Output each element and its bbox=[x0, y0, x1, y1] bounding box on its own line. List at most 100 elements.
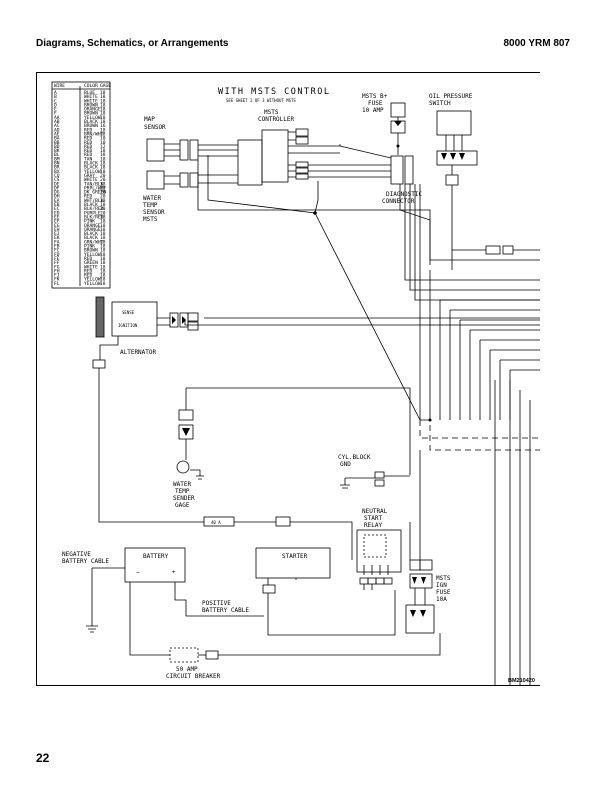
wire-table-header: COLOR bbox=[84, 83, 98, 89]
msts-controller bbox=[261, 129, 289, 183]
wire-table-cell: BN bbox=[54, 161, 60, 167]
wire-table-cell: GREEN bbox=[84, 260, 98, 266]
cyl-block-label-2: GND bbox=[340, 461, 351, 468]
wire-table-cell: FG bbox=[54, 264, 60, 270]
wire-table-cell: EE bbox=[54, 214, 60, 220]
wire-table-cell: BLACK bbox=[84, 231, 98, 237]
wire-table-cell: BLACK bbox=[84, 119, 98, 125]
wire-table-cell: WHITE bbox=[84, 94, 98, 100]
wire-table-cell: EC bbox=[54, 206, 60, 212]
wire-table-cell: YELLOW bbox=[84, 169, 101, 175]
wire-table-cell: 18 bbox=[100, 260, 106, 266]
wire-table-cell: 18 bbox=[100, 244, 106, 250]
diagram-subtitle: SEE SHEET 2 OF 3 WITHOUT MSTS bbox=[226, 98, 296, 103]
ignition-label: IGNITION bbox=[118, 323, 138, 328]
msts-fuse bbox=[390, 102, 406, 118]
schematic-frame bbox=[36, 72, 540, 686]
wire-table-cell: BM bbox=[54, 156, 60, 162]
wire-table-cell: 18 bbox=[100, 231, 106, 237]
ign-fuse-label-4: 10A bbox=[436, 596, 447, 603]
wire-table-cell: YELLOW bbox=[84, 115, 101, 121]
wire-table-cell: PURPLE bbox=[84, 210, 101, 216]
fuse-label-2: FUSE bbox=[368, 100, 383, 107]
wire-table-cell: RED bbox=[84, 273, 93, 279]
alternator bbox=[111, 301, 158, 337]
wire-table-cell: YELLOW bbox=[84, 281, 101, 287]
wire-table-cell: FB bbox=[54, 244, 60, 250]
ign-fuse-label-3: FUSE bbox=[436, 589, 451, 596]
wire-table-cell: 18 bbox=[100, 223, 106, 229]
wire-table-cell: 20 bbox=[100, 206, 106, 212]
wire-table-cell: FC bbox=[54, 248, 60, 254]
wire-table-cell: BROWN bbox=[84, 102, 98, 108]
wire-table-cell: EK bbox=[54, 235, 60, 241]
wire-table-cell: 18 bbox=[100, 277, 106, 283]
wire-table-cell: EG bbox=[54, 223, 60, 229]
wire-table-cell: 18 bbox=[100, 131, 106, 137]
oil-pressure-label-1: OIL PRESSURE bbox=[429, 93, 473, 100]
wire-table-cell: EH bbox=[54, 227, 60, 233]
breaker-label-2: CIRCUIT BREAKER bbox=[166, 673, 221, 680]
wire-table-cell: BD bbox=[54, 144, 60, 150]
sense-label: SENSE bbox=[122, 310, 135, 315]
wire-table-header: WIRE bbox=[54, 83, 65, 89]
wire-table-cell: EA bbox=[54, 198, 60, 204]
map-sensor-label-1: MAP bbox=[144, 116, 155, 123]
gage-label-3: SENDER bbox=[173, 495, 195, 502]
msts-controller-label-2: CONTROLLER bbox=[258, 116, 295, 123]
gage-label-4: GAGE bbox=[175, 502, 190, 509]
wire-table-cell: 18 bbox=[100, 115, 106, 121]
wire-table-cell: 18 bbox=[100, 214, 106, 220]
wire-table-cell: 12 bbox=[100, 144, 106, 150]
wire-table-cell: E bbox=[54, 107, 57, 113]
wire-table-cell: BK bbox=[54, 148, 60, 154]
figure-id: BM210420 bbox=[508, 678, 535, 684]
wire-table-cell: WHITE bbox=[84, 98, 98, 104]
wire-table-cell: DF bbox=[54, 185, 60, 191]
wire-table-cell: DH bbox=[54, 194, 60, 200]
wire-table-cell: 18 bbox=[100, 219, 106, 225]
oil-pressure-switch bbox=[436, 110, 472, 136]
wire-table-cell: F bbox=[54, 111, 57, 117]
wire-table-cell: FD bbox=[54, 252, 60, 258]
wire-table-cell: DE bbox=[54, 181, 60, 187]
wire-table-cell: 18 bbox=[100, 111, 106, 117]
wire-table-cell: BROWN bbox=[84, 111, 98, 117]
fusible-link-label: 40 A bbox=[211, 520, 221, 525]
wire-table-cell: RED bbox=[84, 127, 93, 133]
msts-ign-fuse bbox=[405, 604, 435, 634]
water-temp-sensor-label-4: MSTS bbox=[143, 216, 158, 223]
wire-table-cell: 18 bbox=[100, 165, 106, 171]
wire-table-cell: 18 bbox=[100, 281, 106, 287]
wire-table-cell: 18 bbox=[100, 127, 106, 133]
ign-fuse-label-2: IGN bbox=[436, 582, 447, 589]
starter-label: STARTER bbox=[282, 553, 308, 560]
wire-table-cell: RED bbox=[84, 144, 93, 150]
wire-table-cell: 18 bbox=[100, 268, 106, 274]
neutral-start-relay bbox=[356, 529, 402, 573]
wire-table-cell: WHITE bbox=[84, 264, 98, 270]
diag-connector-label-2: CONNECTOR bbox=[382, 198, 415, 205]
wire-table-cell: BL bbox=[54, 152, 60, 158]
battery-label: BATTERY bbox=[143, 553, 169, 560]
wire-table-cell: BLACK bbox=[84, 235, 98, 241]
water-temp-sensor-label-1: WATER bbox=[143, 195, 161, 202]
wire-table-cell: DK GREEN bbox=[84, 190, 106, 196]
relay-label-1: NEUTRAL bbox=[362, 508, 388, 515]
water-temp-sensor-label-3: SENSOR bbox=[143, 209, 165, 216]
wire-table-cell: TAN/BLK bbox=[84, 181, 104, 187]
positive-cable-label-2: BATTERY CABLE bbox=[202, 607, 249, 614]
wire-table-cell: A bbox=[54, 90, 57, 96]
wire-table-cell: BR bbox=[54, 165, 60, 171]
water-temp-sensor-label-2: TEMP bbox=[143, 202, 158, 209]
wire-table-cell: ORANGE bbox=[84, 107, 101, 113]
gage-label-2: TEMP bbox=[175, 488, 190, 495]
circuit-breaker bbox=[169, 647, 199, 663]
wire-table-cell: FF bbox=[54, 260, 60, 266]
wire-table-cell: 18 bbox=[100, 227, 106, 233]
breaker-label-1: 50 AMP bbox=[176, 666, 198, 673]
wire-table-cell: RED bbox=[84, 140, 93, 146]
section-title: Diagrams, Schematics, or Arrangements bbox=[36, 38, 229, 49]
wire-table-cell: TAN bbox=[84, 156, 93, 162]
wire-table-cell: FL bbox=[54, 281, 60, 287]
